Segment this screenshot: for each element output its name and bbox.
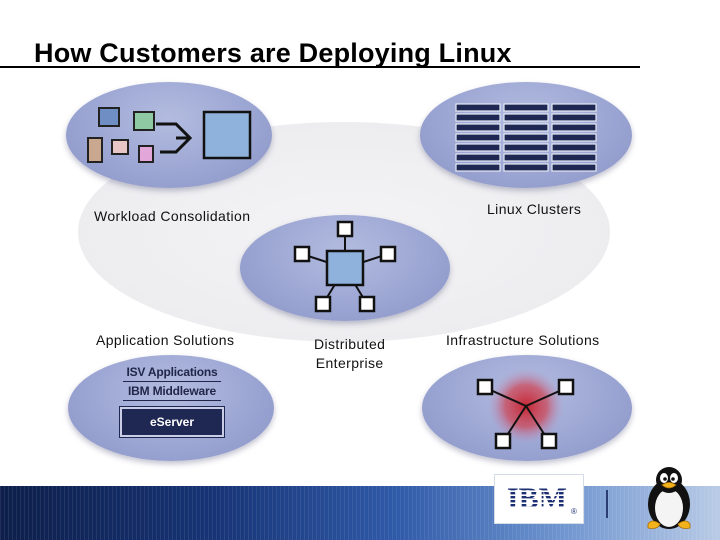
cluster-server-unit [503, 153, 549, 162]
cluster-server-unit [503, 123, 549, 132]
cluster-server-unit [551, 143, 597, 152]
cluster-server-unit [503, 133, 549, 142]
stack-ibm-middleware: IBM Middleware [128, 384, 216, 398]
stack-eserver: eServer [119, 406, 225, 438]
footer-bar [0, 486, 720, 540]
ibm-logo-text: IBM [507, 482, 567, 515]
cluster-server-unit [455, 113, 501, 122]
stack-isv-applications: ISV Applications [126, 365, 218, 379]
cluster-server-unit [455, 103, 501, 112]
cluster-server-unit [503, 113, 549, 122]
label-application-solutions: Application Solutions [96, 332, 235, 348]
cluster-server-unit [551, 163, 597, 172]
distributed-network-icon [293, 220, 397, 313]
label-linux-clusters: Linux Clusters [487, 201, 582, 217]
page-title: How Customers are Deploying Linux [34, 38, 512, 68]
stack-divider [123, 381, 221, 382]
label-distributed-enterprise: Distributed Enterprise [314, 335, 385, 373]
cluster-server-unit [455, 123, 501, 132]
label-distributed-line1: Distributed [314, 336, 386, 352]
ibm-logo-panel: IBM ® [494, 474, 584, 524]
cluster-server-unit [503, 143, 549, 152]
label-workload-consolidation: Workload Consolidation [94, 208, 251, 224]
cluster-server-unit [551, 133, 597, 142]
infrastructure-hub-icon [476, 368, 575, 450]
cluster-server-unit [551, 153, 597, 162]
ibm-logo: IBM ® [507, 482, 577, 516]
cluster-server-unit [551, 123, 597, 132]
stack-divider [123, 400, 221, 401]
cluster-server-unit [455, 163, 501, 172]
tux-penguin-icon [647, 467, 691, 529]
cluster-server-unit [455, 133, 501, 142]
cluster-server-unit [503, 103, 549, 112]
workload-consolidation-icon [87, 107, 252, 163]
footer-divider [606, 490, 608, 518]
ibm-logo-registered-mark: ® [571, 507, 577, 516]
cluster-server-unit [455, 143, 501, 152]
application-stack: ISV Applications IBM Middleware eServer [119, 365, 225, 438]
cluster-server-unit [551, 113, 597, 122]
cluster-grid-icon [455, 103, 597, 172]
cluster-server-unit [503, 163, 549, 172]
label-distributed-line2: Enterprise [315, 355, 384, 371]
title-underline [0, 66, 640, 68]
cluster-server-unit [455, 153, 501, 162]
label-infrastructure-solutions: Infrastructure Solutions [446, 332, 600, 348]
cluster-server-unit [551, 103, 597, 112]
